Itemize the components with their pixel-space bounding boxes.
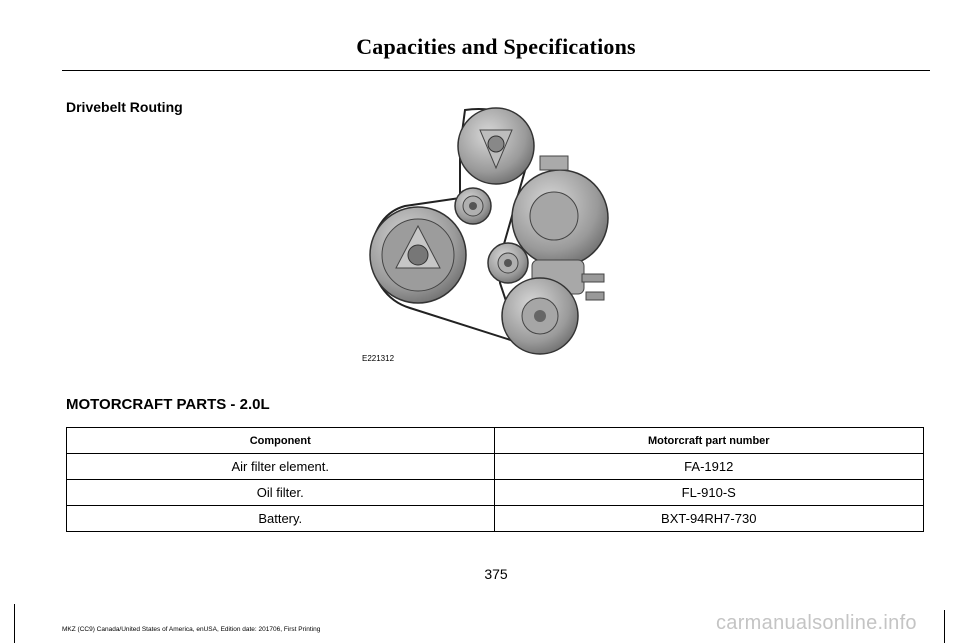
figure-id: E221312 bbox=[362, 354, 395, 363]
parts-heading: MOTORCRAFT PARTS - 2.0L bbox=[66, 396, 270, 413]
drivebelt-heading: Drivebelt Routing bbox=[66, 99, 183, 115]
part-number-cell: FA-1912 bbox=[493, 453, 924, 480]
part-number-cell: BXT-94RH7-730 bbox=[493, 505, 924, 532]
page-title: Capacities and Specifications bbox=[356, 34, 636, 59]
idler-pulley-upper bbox=[454, 187, 492, 225]
alternator bbox=[511, 155, 609, 267]
component-cell: Battery. bbox=[66, 505, 495, 532]
drivebelt-diagram bbox=[369, 107, 609, 355]
edition-footer: MKZ (CC9) Canada/United States of Americ… bbox=[62, 626, 321, 633]
crop-mark-left bbox=[14, 604, 15, 643]
column-header-component: Component bbox=[66, 427, 495, 454]
page-number: 375 bbox=[484, 566, 508, 582]
component-cell: Oil filter. bbox=[66, 479, 495, 506]
ac-compressor bbox=[501, 259, 605, 355]
tensioner-pulley bbox=[487, 242, 529, 284]
component-cell: Air filter element. bbox=[66, 453, 495, 480]
crankshaft-pulley bbox=[369, 206, 467, 304]
table-row: Oil filter. FL-910-S bbox=[66, 479, 924, 506]
water-pump-pulley bbox=[457, 107, 535, 185]
crop-mark-right bbox=[944, 610, 945, 643]
table-row: Battery. BXT-94RH7-730 bbox=[66, 505, 924, 532]
column-header-part-number: Motorcraft part number bbox=[493, 427, 924, 454]
table-row: Air filter element. FA-1912 bbox=[66, 453, 924, 480]
table-header-row: Component Motorcraft part number bbox=[66, 427, 924, 454]
watermark: carmanualsonline.info bbox=[716, 612, 917, 634]
header-rule bbox=[62, 70, 930, 71]
part-number-cell: FL-910-S bbox=[493, 479, 924, 506]
parts-table: Component Motorcraft part number Air fil… bbox=[66, 427, 924, 532]
